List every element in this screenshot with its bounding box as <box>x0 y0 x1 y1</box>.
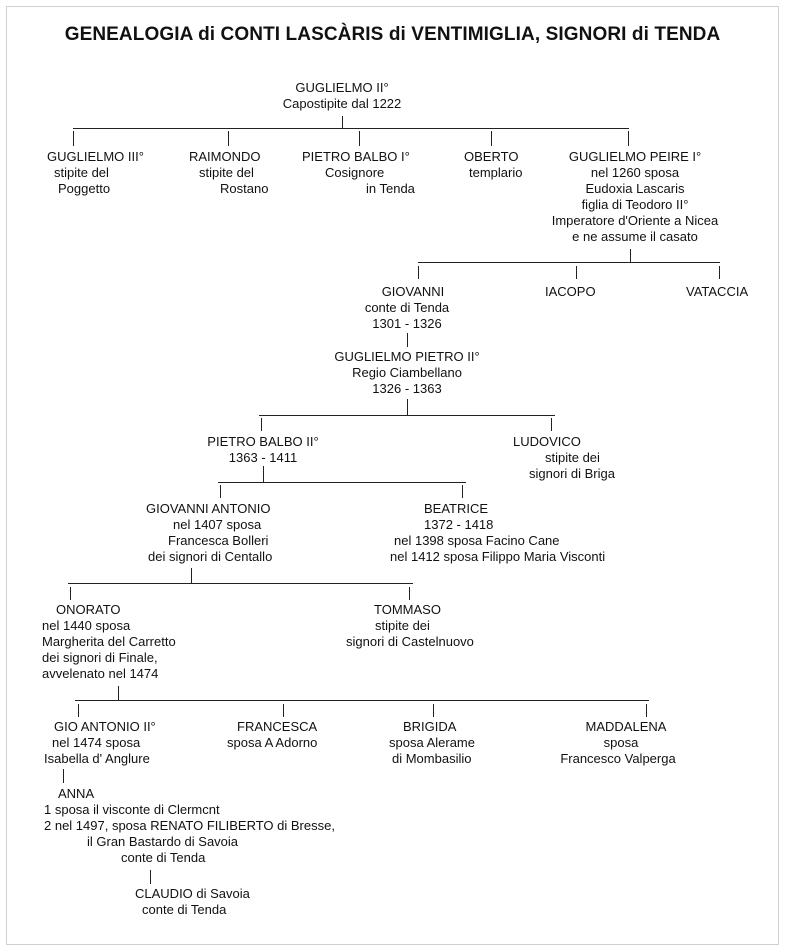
connector <box>73 131 74 146</box>
connector <box>628 131 629 146</box>
person-vataccia: VATACCIA <box>686 284 749 299</box>
connector <box>418 262 720 263</box>
person-guglielmo-pietro-ii: GUGLIELMO PIETRO II° Regio Ciambellano 1… <box>334 349 480 396</box>
person-guglielmo-iii: GUGLIELMO III° stipite del Poggetto <box>47 149 144 196</box>
person-pietro-balbo-ii: PIETRO BALBO II° 1363 - 1411 <box>207 434 319 465</box>
page-title: GENEALOGIA di CONTI LASCÀRIS di VENTIMIG… <box>64 24 721 45</box>
connector <box>63 769 64 783</box>
connector <box>551 418 552 431</box>
person-gio-antonio-ii: GIO ANTONIO II° nel 1474 sposa Isabella … <box>44 719 156 766</box>
connector <box>719 266 720 279</box>
person-pietro-balbo-i: PIETRO BALBO I° Cosignore in Tenda <box>302 149 415 196</box>
person-giovanni: GIOVANNI conte di Tenda 1301 - 1326 <box>364 284 450 331</box>
connector <box>78 704 79 717</box>
connector <box>418 266 419 279</box>
connector <box>646 704 647 717</box>
connector <box>218 482 466 483</box>
connector <box>220 485 221 498</box>
connector <box>491 131 492 146</box>
person-francesca: FRANCESCA sposa A Adorno <box>227 719 318 750</box>
person-giovanni-antonio: GIOVANNI ANTONIO nel 1407 sposa Francesc… <box>146 501 273 564</box>
person-guglielmo-peire-i: GUGLIELMO PEIRE I° nel 1260 sposa Eudoxi… <box>551 149 719 244</box>
connector <box>433 704 434 717</box>
person-brigida: BRIGIDA sposa Alerame di Mombasilio <box>389 719 475 766</box>
connector <box>118 686 119 700</box>
connector <box>70 587 71 600</box>
connector <box>259 415 555 416</box>
person-onorato: ONORATO nel 1440 sposa Margherita del Ca… <box>42 602 176 681</box>
connector <box>407 333 408 347</box>
connector <box>228 131 229 146</box>
page-frame <box>6 6 779 945</box>
connector <box>261 418 262 431</box>
person-anna: ANNA 1 sposa il visconte di Clermcnt 2 n… <box>44 786 335 865</box>
connector <box>576 266 577 279</box>
person-tommaso: TOMMASO stipite dei signori di Castelnuo… <box>346 602 474 649</box>
connector <box>462 485 463 498</box>
person-maddalena: MADDALENA sposa Francesco Valperga <box>560 719 676 766</box>
connector <box>68 583 413 584</box>
connector <box>263 466 264 482</box>
person-raimondo: RAIMONDO stipite del Rostano <box>189 149 269 196</box>
connector <box>150 870 151 884</box>
person-claudio: CLAUDIO di Savoia conte di Tenda <box>135 886 250 917</box>
connector <box>191 568 192 583</box>
person-ludovico: LUDOVICO stipite dei signori di Briga <box>513 434 615 481</box>
connector <box>283 704 284 717</box>
person-oberto: OBERTO templario <box>464 149 523 180</box>
connector <box>75 700 649 701</box>
connector <box>409 587 410 600</box>
connector <box>630 249 631 262</box>
connector <box>359 131 360 146</box>
connector <box>407 399 408 415</box>
connector <box>342 116 343 128</box>
person-guglielmo-ii: GUGLIELMO II° Capostipite dal 1222 <box>282 80 402 111</box>
person-iacopo: IACOPO <box>545 284 596 299</box>
person-beatrice: BEATRICE 1372 - 1418 nel 1398 sposa Faci… <box>390 501 606 564</box>
connector <box>73 128 629 129</box>
